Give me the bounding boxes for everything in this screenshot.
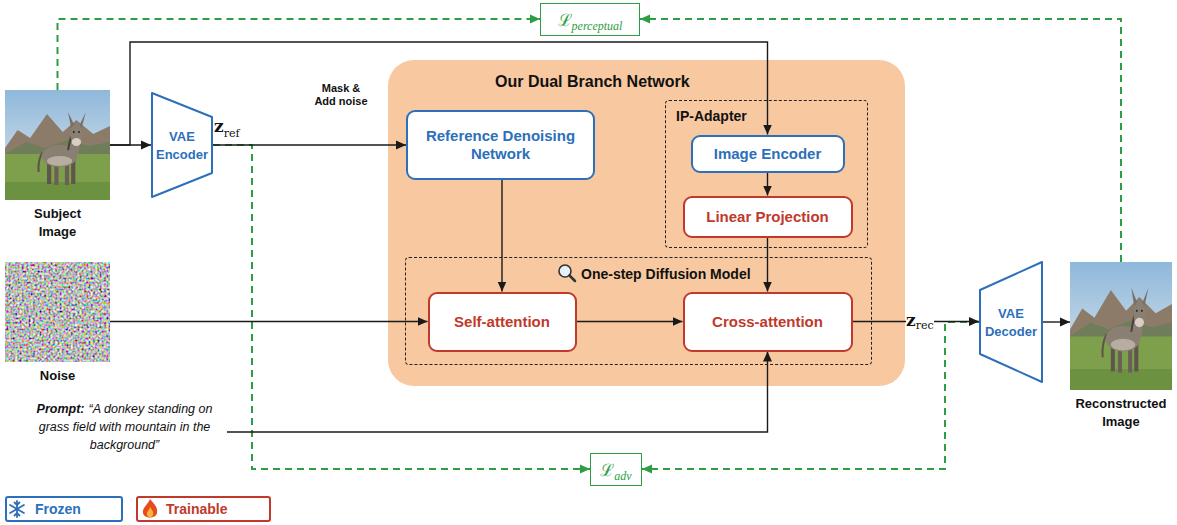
text-block: VAE Encoder [154, 127, 210, 163]
flow-arrow [767, 238, 768, 292]
loss-box: ℒperceptual [540, 3, 640, 36]
network-panel-fill [388, 60, 905, 386]
text-holder: Reference Denoising Network [408, 112, 593, 178]
text-holder: Reconstructed Image [1065, 394, 1177, 430]
text-holder: Noise [8, 366, 108, 384]
edge-label: Mask & Add noise [312, 82, 370, 108]
text-holder: ℒadv [591, 454, 641, 485]
text-block: Image Encoder [714, 145, 822, 163]
text-block: One-step Diffusion Model [581, 265, 751, 283]
text-holder: Our Dual Branch Network [495, 73, 690, 91]
loss-symbol: ℒ [558, 10, 572, 30]
legend-swatch: Trainable [136, 496, 271, 522]
image-caption: Reconstructed Image [1075, 396, 1166, 429]
group-label: One-step Diffusion Model [581, 266, 751, 282]
text-holder: Linear Projection [685, 198, 851, 236]
flow-arrow [1043, 321, 1070, 322]
loss-symbol: adv [614, 469, 631, 483]
text-block: ℒperceptual [558, 8, 623, 31]
latent-symbol: z [906, 312, 916, 329]
text-holder: ℒperceptual [541, 4, 639, 35]
noise-image: Noise [5, 262, 110, 362]
module-label: VAE Encoder [156, 129, 208, 162]
prompt-text: Prompt: [37, 402, 85, 416]
flow-arrow [213, 144, 406, 145]
snowflake-icon [10, 501, 24, 517]
loss-connector [640, 19, 1121, 262]
trapezoid-outline [979, 261, 1043, 383]
trapezoid-shape [152, 93, 212, 197]
loss-connector [213, 145, 590, 469]
loss-box: ℒadv [590, 453, 642, 486]
loss-symbol: ℒ [600, 460, 614, 480]
module-label: Self-attention [454, 313, 550, 330]
trainable-module-box: Linear Projection [683, 196, 853, 238]
diffusion-group: Self-attention Cross-attention One-step Di… [405, 257, 872, 365]
text-block: Reconstructed Image [1065, 394, 1177, 430]
latent-subscript: ref [224, 128, 240, 139]
module-label: Linear Projection [706, 208, 829, 225]
flow-arrow [501, 180, 502, 292]
text-block: Our Dual Branch Network [495, 73, 690, 91]
flow-arrow [767, 173, 768, 196]
text-block: IP-Adapter [676, 107, 747, 125]
text-holder: Cross-attention [685, 294, 851, 350]
text-block: Prompt:“A donkey standing on grass field… [22, 399, 227, 453]
module-label: VAE Decoder [985, 306, 1037, 339]
legend-text: Frozen [35, 501, 81, 517]
subject-photo [5, 90, 110, 200]
magnifier-icon [559, 265, 575, 281]
text-block: Cross-attention [712, 313, 823, 331]
panel-title: Our Dual Branch Network [495, 73, 690, 90]
subject-image: Subject Image [5, 90, 110, 200]
text-block: Reference Denoising Network [416, 127, 585, 163]
text-block: Self-attention [454, 313, 550, 331]
network-panel: Reference Denoising NetworkImage Encoder… [388, 60, 905, 386]
text-block: Noise [8, 366, 108, 384]
image-caption: Subject Image [34, 206, 81, 239]
group-label: IP-Adapter [676, 108, 747, 124]
noise-picture [5, 262, 110, 362]
trapezoid-outline [151, 92, 213, 198]
flow-arrow [110, 321, 428, 322]
flow-arrow [227, 352, 768, 433]
frozen-module-box: Image Encoder [691, 135, 845, 173]
image-caption: Noise [40, 368, 75, 383]
text-holder: Self-attention [430, 294, 575, 350]
frozen-module-box: Reference Denoising Network [406, 110, 595, 180]
text-holder: VAE Decoder [979, 261, 1043, 383]
trainable-module-box: Cross-attention [683, 292, 853, 352]
text-block: ℒadv [600, 458, 631, 481]
module-label: Image Encoder [714, 145, 822, 162]
trainable-module-box: Self-attention [428, 292, 577, 352]
text-holder: Prompt:“A donkey standing on grass field… [22, 402, 227, 450]
legend-swatch: Frozen [5, 496, 123, 522]
text-block: VAE Decoder [982, 304, 1040, 340]
latent-subscript: rec [916, 320, 934, 331]
text-block: Linear Projection [706, 208, 829, 226]
module-label: Reference Denoising Network [426, 127, 575, 162]
decoder-trapezoid: VAE Decoder [979, 261, 1043, 383]
text-holder: Subject Image [23, 204, 93, 240]
latent-symbol: z [214, 118, 224, 135]
legend-text: Trainable [166, 501, 227, 517]
reconstructed-photo [1070, 262, 1172, 390]
flame-icon [143, 499, 157, 518]
adapter-group: Image EncoderLinear Projection IP-Adapter [665, 100, 868, 248]
prompt-text: Prompt:“A donkey standing on grass field… [22, 402, 227, 450]
text-holder: Image Encoder [693, 137, 843, 171]
text-holder: IP-Adapter [676, 107, 747, 125]
encoder-trapezoid: VAE Encoder [151, 92, 213, 198]
text-block: Subject Image [23, 204, 93, 240]
loss-symbol: perceptual [572, 19, 623, 33]
module-label: Cross-attention [712, 313, 823, 330]
trapezoid-shape [980, 262, 1042, 382]
flow-arrow [577, 321, 683, 322]
output-image: Reconstructed Image [1070, 262, 1172, 390]
text-holder: VAE Encoder [151, 92, 213, 198]
text-holder: One-step Diffusion Model [581, 265, 751, 283]
